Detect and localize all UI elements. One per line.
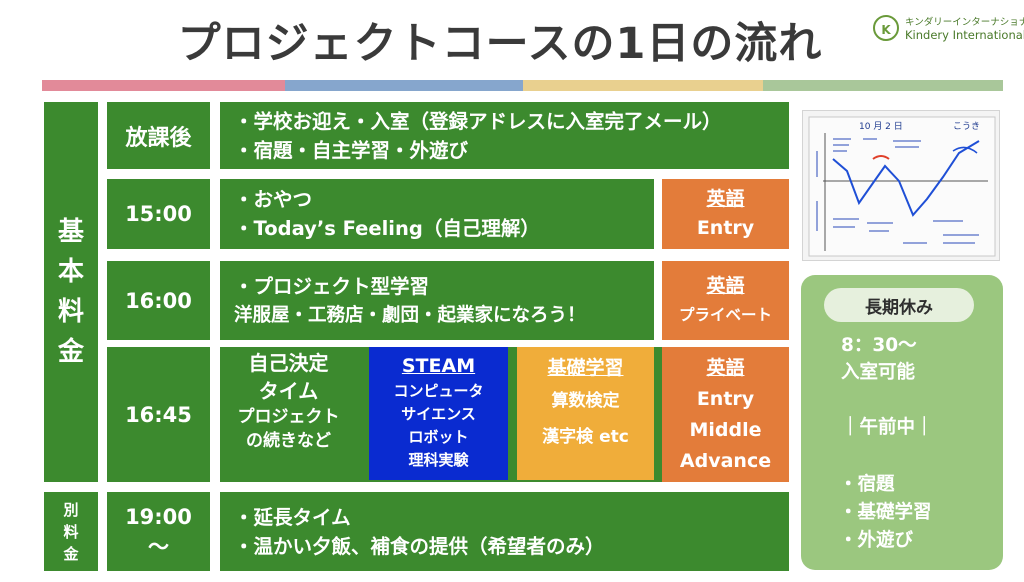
row-1900-content: ・延長タイム ・温かい夕飯、補食の提供（希望者のみ） (220, 492, 789, 571)
english-title: 英語 (706, 357, 745, 379)
self-line2: タイム (258, 379, 319, 403)
row2-line1: ・おやつ (234, 188, 313, 211)
english-title: 英語 (706, 188, 745, 210)
time-1600: 16:00 (107, 261, 210, 340)
steam-line2: サイエンス (401, 405, 476, 423)
steam-line3: ロボット (408, 428, 469, 446)
english-entry-box: 英語 Entry (662, 179, 789, 249)
time-after-school: 放課後 (107, 102, 210, 169)
vacation-entry: 入室可能 (841, 362, 916, 383)
english-level-middle: Middle (689, 419, 762, 441)
vacation-morning: ｜午前中｜ (841, 417, 934, 438)
basic-fee-label: 基本料金 (44, 102, 98, 482)
row-after-school-content: ・学校お迎え・入室（登録アドレスに入室完了メール） ・宿題・自主学習・外遊び (220, 102, 789, 169)
english-levels-box: 英語 Entry Middle Advance (662, 347, 789, 482)
english-title: 英語 (706, 275, 745, 297)
logo-english: Kindery International (905, 28, 1024, 42)
page-title: プロジェクトコースの1日の流れ (177, 19, 823, 69)
time-1900-start: 19:00 (125, 505, 192, 529)
worksheet-name: こうき (953, 121, 980, 132)
stripe-pink (42, 80, 285, 91)
vacation-item: ・外遊び (839, 530, 914, 551)
vacation-item: ・宿題 (839, 474, 895, 495)
long-vacation-header: 長期休み (824, 288, 974, 322)
basic-study-title: 基礎学習 (547, 357, 624, 379)
steam-title: STEAM (401, 355, 476, 377)
row1-line2: ・宿題・自主学習・外遊び (234, 138, 469, 162)
english-body: Entry (696, 217, 755, 239)
kindery-logo: K キンダリーインターナショナル Kindery International (873, 12, 1024, 52)
row5-line1: ・延長タイム (234, 505, 351, 529)
row3-line2: 洋服屋・工務店・劇団・起業家になろう！ (234, 304, 586, 326)
worksheet-drawing: 10 月 2 日 こうき (808, 116, 996, 257)
self-line1: 自己決定 (248, 351, 329, 375)
time-1900: 19:00 〜 (107, 492, 210, 571)
basic-study-line1: 算数検定 (551, 391, 620, 411)
basic-study-box: 基礎学習 算数検定 漢字検 etc (517, 347, 654, 480)
row3-line1: ・プロジェクト型学習 (234, 274, 430, 298)
english-level-advance: Advance (679, 450, 772, 472)
row2-line2: ・Today’s Feeling（自己理解） (234, 217, 540, 240)
long-vacation-panel: 長期休み 8：30〜 入室可能 ｜午前中｜ ・宿題 ・基礎学習 ・外遊び (801, 275, 1003, 570)
stripe-yellow (523, 80, 763, 91)
steam-line1: コンピュータ (393, 382, 484, 400)
vacation-open-time: 8：30〜 (841, 335, 917, 356)
steam-box: STEAM コンピュータ サイエンス ロボット 理科実験 (369, 347, 508, 480)
self-decision-box: 自己決定 タイム プロジェクト の続きなど (220, 347, 357, 482)
time-1500: 15:00 (107, 179, 210, 249)
row5-line2: ・温かい夕飯、補食の提供（希望者のみ） (234, 534, 605, 558)
row-1600-content: ・プロジェクト型学習 洋服屋・工務店・劇団・起業家になろう！ (220, 261, 654, 340)
worksheet-photo: 10 月 2 日 こうき (802, 110, 1000, 261)
steam-line4: 理科実験 (408, 451, 469, 469)
self-line4: の続きなど (246, 431, 331, 451)
row1-line1: ・学校お迎え・入室（登録アドレスに入室完了メール） (234, 109, 722, 133)
english-level-entry: Entry (696, 388, 755, 410)
time-1900-tilde: 〜 (148, 535, 169, 559)
english-body: プライベート (678, 306, 772, 324)
stripe-blue (285, 80, 523, 91)
self-line3: プロジェクト (237, 407, 340, 427)
long-vacation-times: 8：30〜 入室可能 (841, 332, 917, 386)
time-1645: 16:45 (107, 347, 210, 482)
english-private-box: 英語 プライベート (662, 261, 789, 340)
worksheet-date: 10 月 2 日 (859, 121, 903, 132)
logo-badge: K (873, 15, 899, 41)
vacation-item: ・基礎学習 (839, 502, 932, 523)
stripe-green (763, 80, 1003, 91)
extra-fee-label: 別料金 (44, 492, 98, 571)
logo-japanese: キンダリーインターナショナル (905, 17, 1024, 28)
basic-study-line2: 漢字検 etc (542, 427, 629, 447)
row-1500-content: ・おやつ ・Today’s Feeling（自己理解） (220, 179, 654, 249)
vacation-activities: ・宿題 ・基礎学習 ・外遊び (839, 471, 932, 555)
